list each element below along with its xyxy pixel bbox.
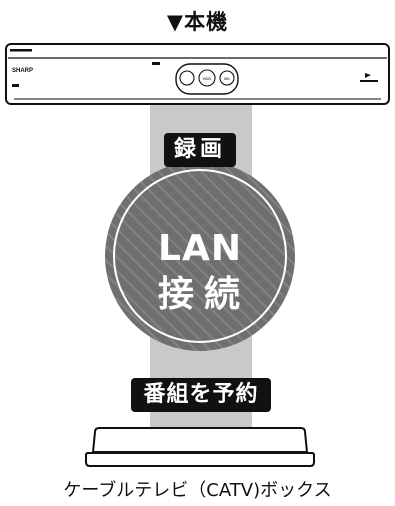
- catv-box-device: [85, 427, 315, 467]
- recording-tag: 録画: [164, 133, 236, 167]
- lan-label: LAN: [158, 228, 242, 269]
- recorder-device: HDD BD SHARP: [5, 43, 390, 105]
- button-bd-icon: [219, 70, 235, 86]
- bd-button-text: BD: [224, 76, 230, 81]
- brand-logo: SHARP: [12, 68, 33, 74]
- lan-circle: [105, 161, 295, 351]
- button-left-icon: [179, 70, 195, 86]
- bluray-logo-icon: [360, 73, 378, 82]
- connection-label: 接続: [157, 274, 250, 315]
- catv-box-label: ケーブルテレビ（CATV)ボックス: [63, 480, 332, 501]
- schedule-tag: 番組を予約: [131, 378, 271, 412]
- button-hdd-icon: [198, 69, 216, 87]
- main-unit-label: ▼本機: [166, 10, 229, 34]
- hdd-button-text: HDD: [203, 76, 212, 81]
